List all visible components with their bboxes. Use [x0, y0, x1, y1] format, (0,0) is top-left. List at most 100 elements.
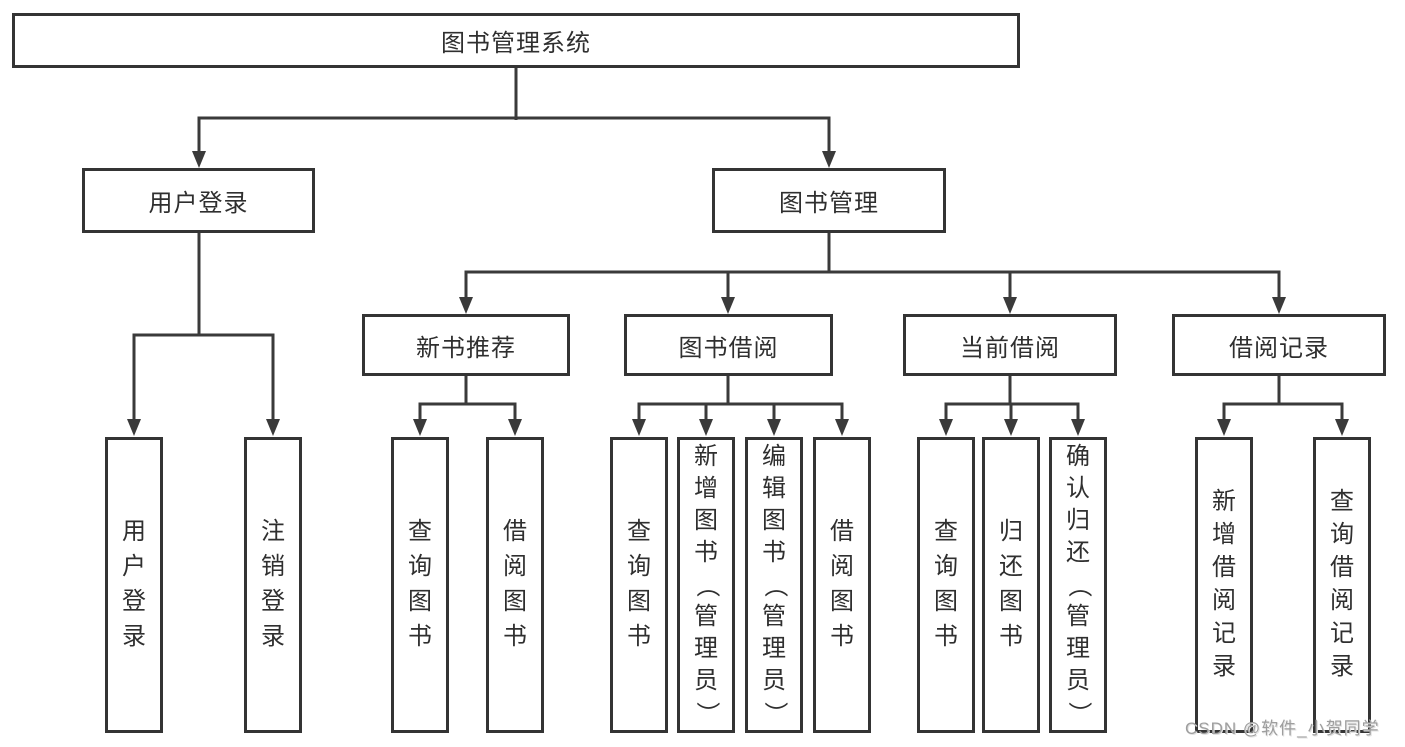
arrowhead: [699, 419, 713, 436]
node-label: 编辑图书（管理员）: [748, 440, 800, 730]
vertical-char: 确: [1066, 442, 1090, 470]
vertical-char: 理: [694, 634, 718, 662]
vertical-char: 图: [934, 588, 958, 615]
node-label: 用户登录: [108, 440, 160, 730]
vertical-char: 图: [830, 588, 854, 615]
leaf-node: 新增图书（管理员）: [677, 437, 735, 733]
vertical-char: 管: [762, 602, 786, 630]
vertical-char: 新: [694, 442, 718, 470]
vertical-char: 理: [762, 634, 786, 662]
arrowhead: [1217, 419, 1231, 436]
arrowhead: [266, 419, 280, 436]
vertical-char: 书: [999, 623, 1023, 650]
vertical-char: 录: [1330, 653, 1354, 680]
vertical-char: 阅: [830, 553, 854, 580]
leaf-node: 确认归还（管理员）: [1049, 437, 1107, 733]
node-label: 新书推荐: [416, 334, 516, 362]
vertical-char: 查: [627, 518, 651, 545]
vertical-char: 录: [261, 623, 285, 650]
leaf-node: 查询借阅记录: [1313, 437, 1371, 733]
node-label: 查询借阅记录: [1316, 440, 1368, 730]
node-user-login: 用户登录: [82, 168, 315, 233]
vertical-char: 录: [1212, 653, 1236, 680]
node-label: 查询图书: [613, 440, 665, 730]
node-label: 图书管理系统: [441, 30, 591, 57]
vertical-char: ）: [1065, 701, 1093, 725]
vertical-char: 借: [1212, 554, 1236, 581]
node-label: 借阅图书: [816, 440, 868, 730]
arrowhead: [822, 151, 836, 168]
node-label: 当前借阅: [960, 334, 1060, 362]
arrowhead: [939, 419, 953, 436]
arrowhead: [1071, 419, 1085, 436]
node-label: 借阅记录: [1229, 334, 1329, 362]
vertical-char: 编: [762, 442, 786, 470]
vertical-char: 查: [408, 518, 432, 545]
vertical-char: 员: [694, 666, 718, 694]
node-label: 归还图书: [985, 440, 1037, 730]
vertical-char: 阅: [1212, 587, 1236, 614]
vertical-char: 询: [934, 553, 958, 580]
vertical-char: 用: [122, 518, 146, 545]
leaf-node: 编辑图书（管理员）: [745, 437, 803, 733]
vertical-char: 查: [1330, 488, 1354, 515]
vertical-char: 增: [1212, 521, 1236, 548]
leaf-node: 归还图书: [982, 437, 1040, 733]
node-new-book-recommend: 新书推荐: [362, 314, 570, 376]
vertical-char: 理: [1066, 634, 1090, 662]
arrowhead: [413, 419, 427, 436]
vertical-char: 增: [694, 474, 718, 502]
node-label: 查询图书: [394, 440, 446, 730]
node-label: 图书管理: [779, 190, 879, 217]
node-label: 新增借阅记录: [1198, 440, 1250, 730]
vertical-char: 阅: [503, 553, 527, 580]
vertical-char: 阅: [1330, 587, 1354, 614]
node-label: 借阅图书: [489, 440, 541, 730]
arrowhead: [721, 297, 735, 314]
vertical-char: （: [761, 573, 789, 597]
vertical-char: 新: [1212, 488, 1236, 515]
arrowhead: [835, 419, 849, 436]
arrowhead: [192, 151, 206, 168]
vertical-char: 图: [503, 588, 527, 615]
vertical-char: 户: [122, 553, 146, 580]
leaf-node: 借阅图书: [813, 437, 871, 733]
node-borrow-records: 借阅记录: [1172, 314, 1386, 376]
vertical-char: 询: [1330, 521, 1354, 548]
vertical-char: 借: [1330, 554, 1354, 581]
vertical-char: 辑: [762, 474, 786, 502]
node-label: 确认归还（管理员）: [1052, 440, 1104, 730]
vertical-char: 录: [122, 623, 146, 650]
vertical-char: 员: [762, 666, 786, 694]
leaf-node: 查询图书: [391, 437, 449, 733]
arrowhead: [459, 297, 473, 314]
vertical-char: 借: [830, 518, 854, 545]
arrowhead: [508, 419, 522, 436]
arrowhead: [1272, 297, 1286, 314]
node-book-borrow: 图书借阅: [624, 314, 833, 376]
vertical-char: 认: [1066, 474, 1090, 502]
leaf-node: 新增借阅记录: [1195, 437, 1253, 733]
vertical-char: 书: [762, 538, 786, 566]
vertical-char: 注: [261, 518, 285, 545]
vertical-char: 图: [999, 588, 1023, 615]
connector-lines: [132, 68, 1344, 421]
arrowheads: [127, 151, 1349, 436]
arrowhead: [767, 419, 781, 436]
vertical-char: 归: [999, 518, 1023, 545]
vertical-char: 借: [503, 518, 527, 545]
vertical-char: 管: [1066, 602, 1090, 630]
vertical-char: 书: [830, 623, 854, 650]
vertical-char: 图: [627, 588, 651, 615]
vertical-char: 记: [1212, 620, 1236, 647]
node-label: 图书借阅: [678, 334, 779, 362]
vertical-char: （: [693, 573, 721, 597]
node-label: 注销登录: [247, 440, 299, 730]
vertical-char: 图: [408, 588, 432, 615]
node-label: 用户登录: [148, 190, 249, 217]
leaf-node: 查询图书: [917, 437, 975, 733]
arrowhead: [1004, 419, 1018, 436]
vertical-char: 书: [694, 538, 718, 566]
vertical-char: 图: [694, 506, 718, 534]
leaf-node: 用户登录: [105, 437, 163, 733]
